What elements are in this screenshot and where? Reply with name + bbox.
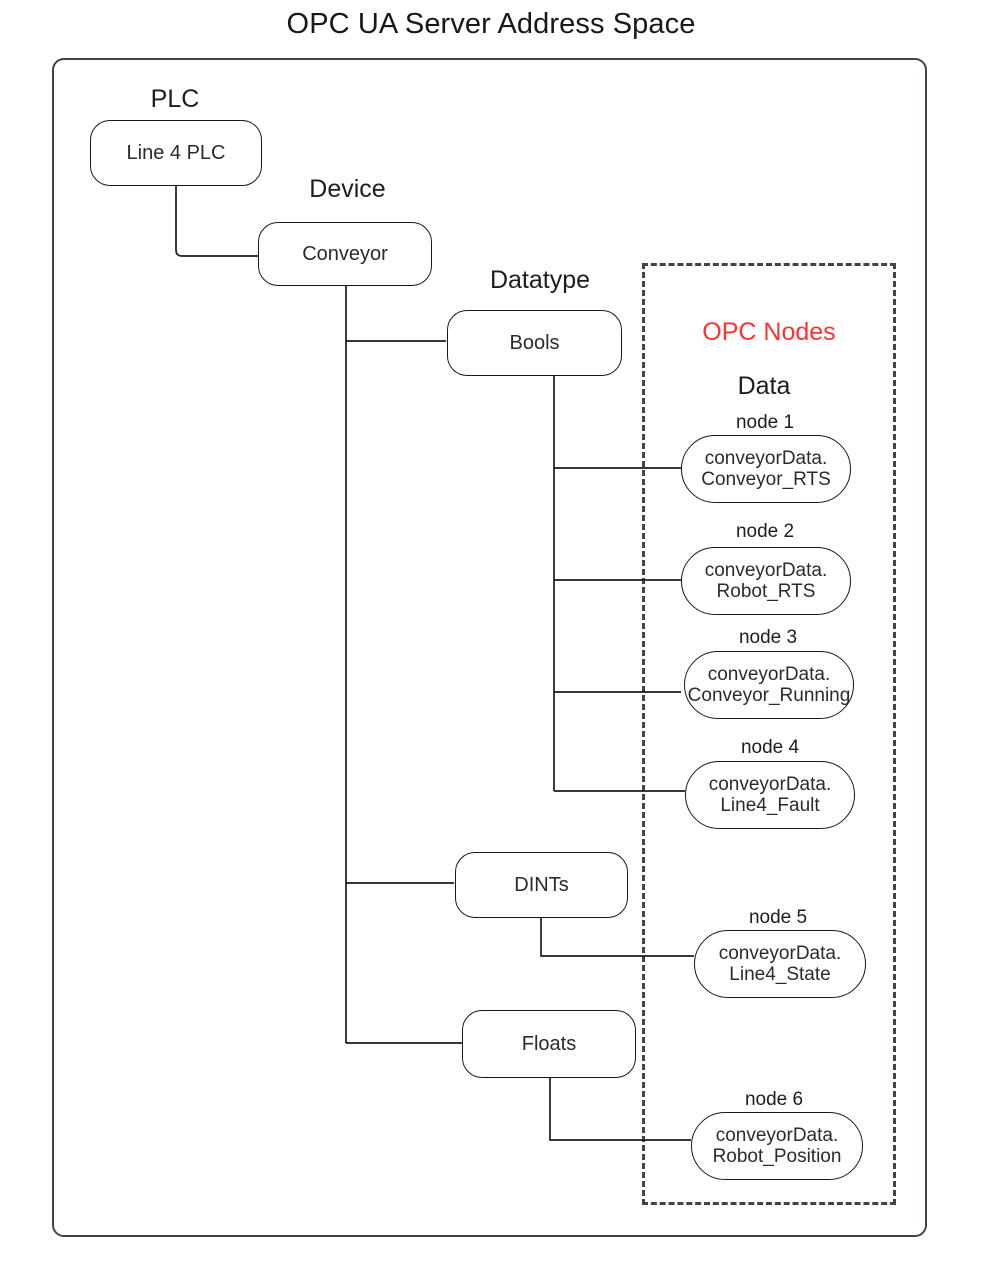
server-address-space-boundary: [52, 58, 927, 1237]
node-conveyor-label: Conveyor: [302, 242, 388, 265]
node-line4-plc[interactable]: Line 4 PLC: [90, 120, 262, 186]
node-conveyor[interactable]: Conveyor: [258, 222, 432, 286]
opc-node-5-line2: Line4_State: [729, 964, 831, 985]
group-label-opc-nodes: OPC Nodes: [702, 318, 836, 346]
opc-node-4-caption: node 4: [740, 737, 800, 758]
opc-node-4-line2: Line4_Fault: [720, 795, 820, 816]
opc-node-6-line1: conveyorData.: [715, 1124, 839, 1146]
opc-node-6-line2: Robot_Position: [712, 1146, 842, 1167]
opc-node-2-caption: node 2: [735, 521, 795, 542]
opc-node-3-line1: conveyorData.: [707, 663, 831, 685]
opc-node-2-line2: Robot_RTS: [716, 581, 816, 602]
node-line4-plc-label: Line 4 PLC: [126, 141, 226, 164]
opc-node-1[interactable]: conveyorData. Conveyor_RTS: [681, 435, 851, 503]
page-title: OPC UA Server Address Space: [286, 8, 696, 40]
group-label-plc: PLC: [150, 85, 200, 113]
group-label-datatype: Datatype: [489, 266, 591, 294]
opc-node-1-line1: conveyorData.: [704, 447, 828, 469]
opc-nodes-group-boundary: [642, 263, 896, 1205]
opc-node-5-caption: node 5: [748, 907, 808, 928]
opc-node-3-caption: node 3: [738, 627, 798, 648]
node-datatype-floats-label: Floats: [521, 1032, 577, 1055]
group-label-data: Data: [737, 372, 791, 400]
opc-node-6-caption: node 6: [744, 1089, 804, 1110]
opc-node-2-line1: conveyorData.: [704, 559, 828, 581]
opc-node-4[interactable]: conveyorData. Line4_Fault: [685, 761, 855, 829]
opc-node-5[interactable]: conveyorData. Line4_State: [694, 930, 866, 998]
opc-node-1-caption: node 1: [735, 412, 795, 433]
opc-node-2[interactable]: conveyorData. Robot_RTS: [681, 547, 851, 615]
node-datatype-floats[interactable]: Floats: [462, 1010, 636, 1078]
group-label-device: Device: [309, 175, 386, 203]
opc-node-4-line1: conveyorData.: [708, 773, 832, 795]
node-datatype-bools-label: Bools: [509, 331, 560, 354]
node-datatype-dints-label: DINTs: [514, 873, 569, 896]
opc-node-6[interactable]: conveyorData. Robot_Position: [691, 1112, 863, 1180]
opc-node-3-line2: Conveyor_Running: [687, 685, 851, 706]
opc-node-1-line2: Conveyor_RTS: [701, 469, 831, 490]
opc-node-5-line1: conveyorData.: [718, 942, 842, 964]
node-datatype-dints[interactable]: DINTs: [455, 852, 628, 918]
node-datatype-bools[interactable]: Bools: [447, 310, 622, 376]
opc-node-3[interactable]: conveyorData. Conveyor_Running: [684, 651, 854, 719]
